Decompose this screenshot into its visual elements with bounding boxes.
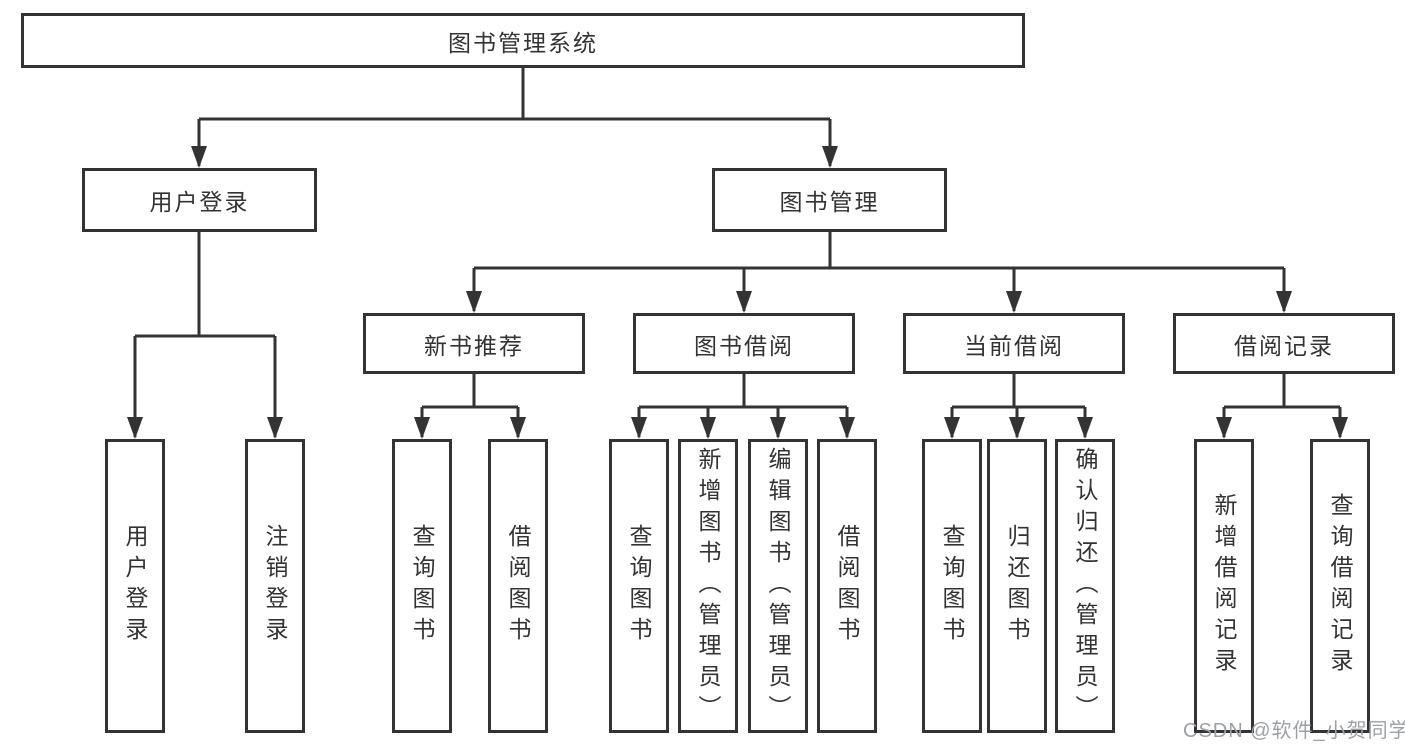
- leaf-user-login: 用户登录: [105, 439, 165, 733]
- leaf-confirm-return-admin: 确认归还（管理员）: [1055, 439, 1115, 733]
- node-borrow-record: 借阅记录: [1173, 313, 1395, 374]
- leaf-return-book: 归还图书: [987, 439, 1047, 733]
- leaf-query-book-1: 查询图书: [392, 439, 452, 733]
- leaf-borrow-book-2: 借阅图书: [817, 439, 877, 733]
- csdn-watermark: CSDN @软件_小贺同学: [1183, 720, 1405, 742]
- leaf-add-borrow-record: 新增借阅记录: [1194, 439, 1254, 733]
- connector-trunks: [135, 68, 1340, 409]
- node-user-login: 用户登录: [82, 168, 317, 232]
- leaf-add-book-admin: 新增图书（管理员）: [678, 439, 738, 733]
- leaf-borrow-book-1: 借阅图书: [488, 439, 548, 733]
- node-root-system: 图书管理系统: [21, 13, 1025, 68]
- leaf-query-book-3: 查询图书: [922, 439, 982, 733]
- node-book-borrow: 图书借阅: [633, 313, 855, 374]
- leaf-query-book-2: 查询图书: [609, 439, 669, 733]
- node-new-book-recommend: 新书推荐: [363, 313, 585, 374]
- node-book-management: 图书管理: [712, 168, 947, 232]
- leaf-logout: 注销登录: [245, 439, 305, 733]
- node-current-borrow: 当前借阅: [903, 313, 1125, 374]
- leaf-edit-book-admin: 编辑图书（管理员）: [748, 439, 808, 733]
- leaf-query-borrow-record: 查询借阅记录: [1310, 439, 1370, 733]
